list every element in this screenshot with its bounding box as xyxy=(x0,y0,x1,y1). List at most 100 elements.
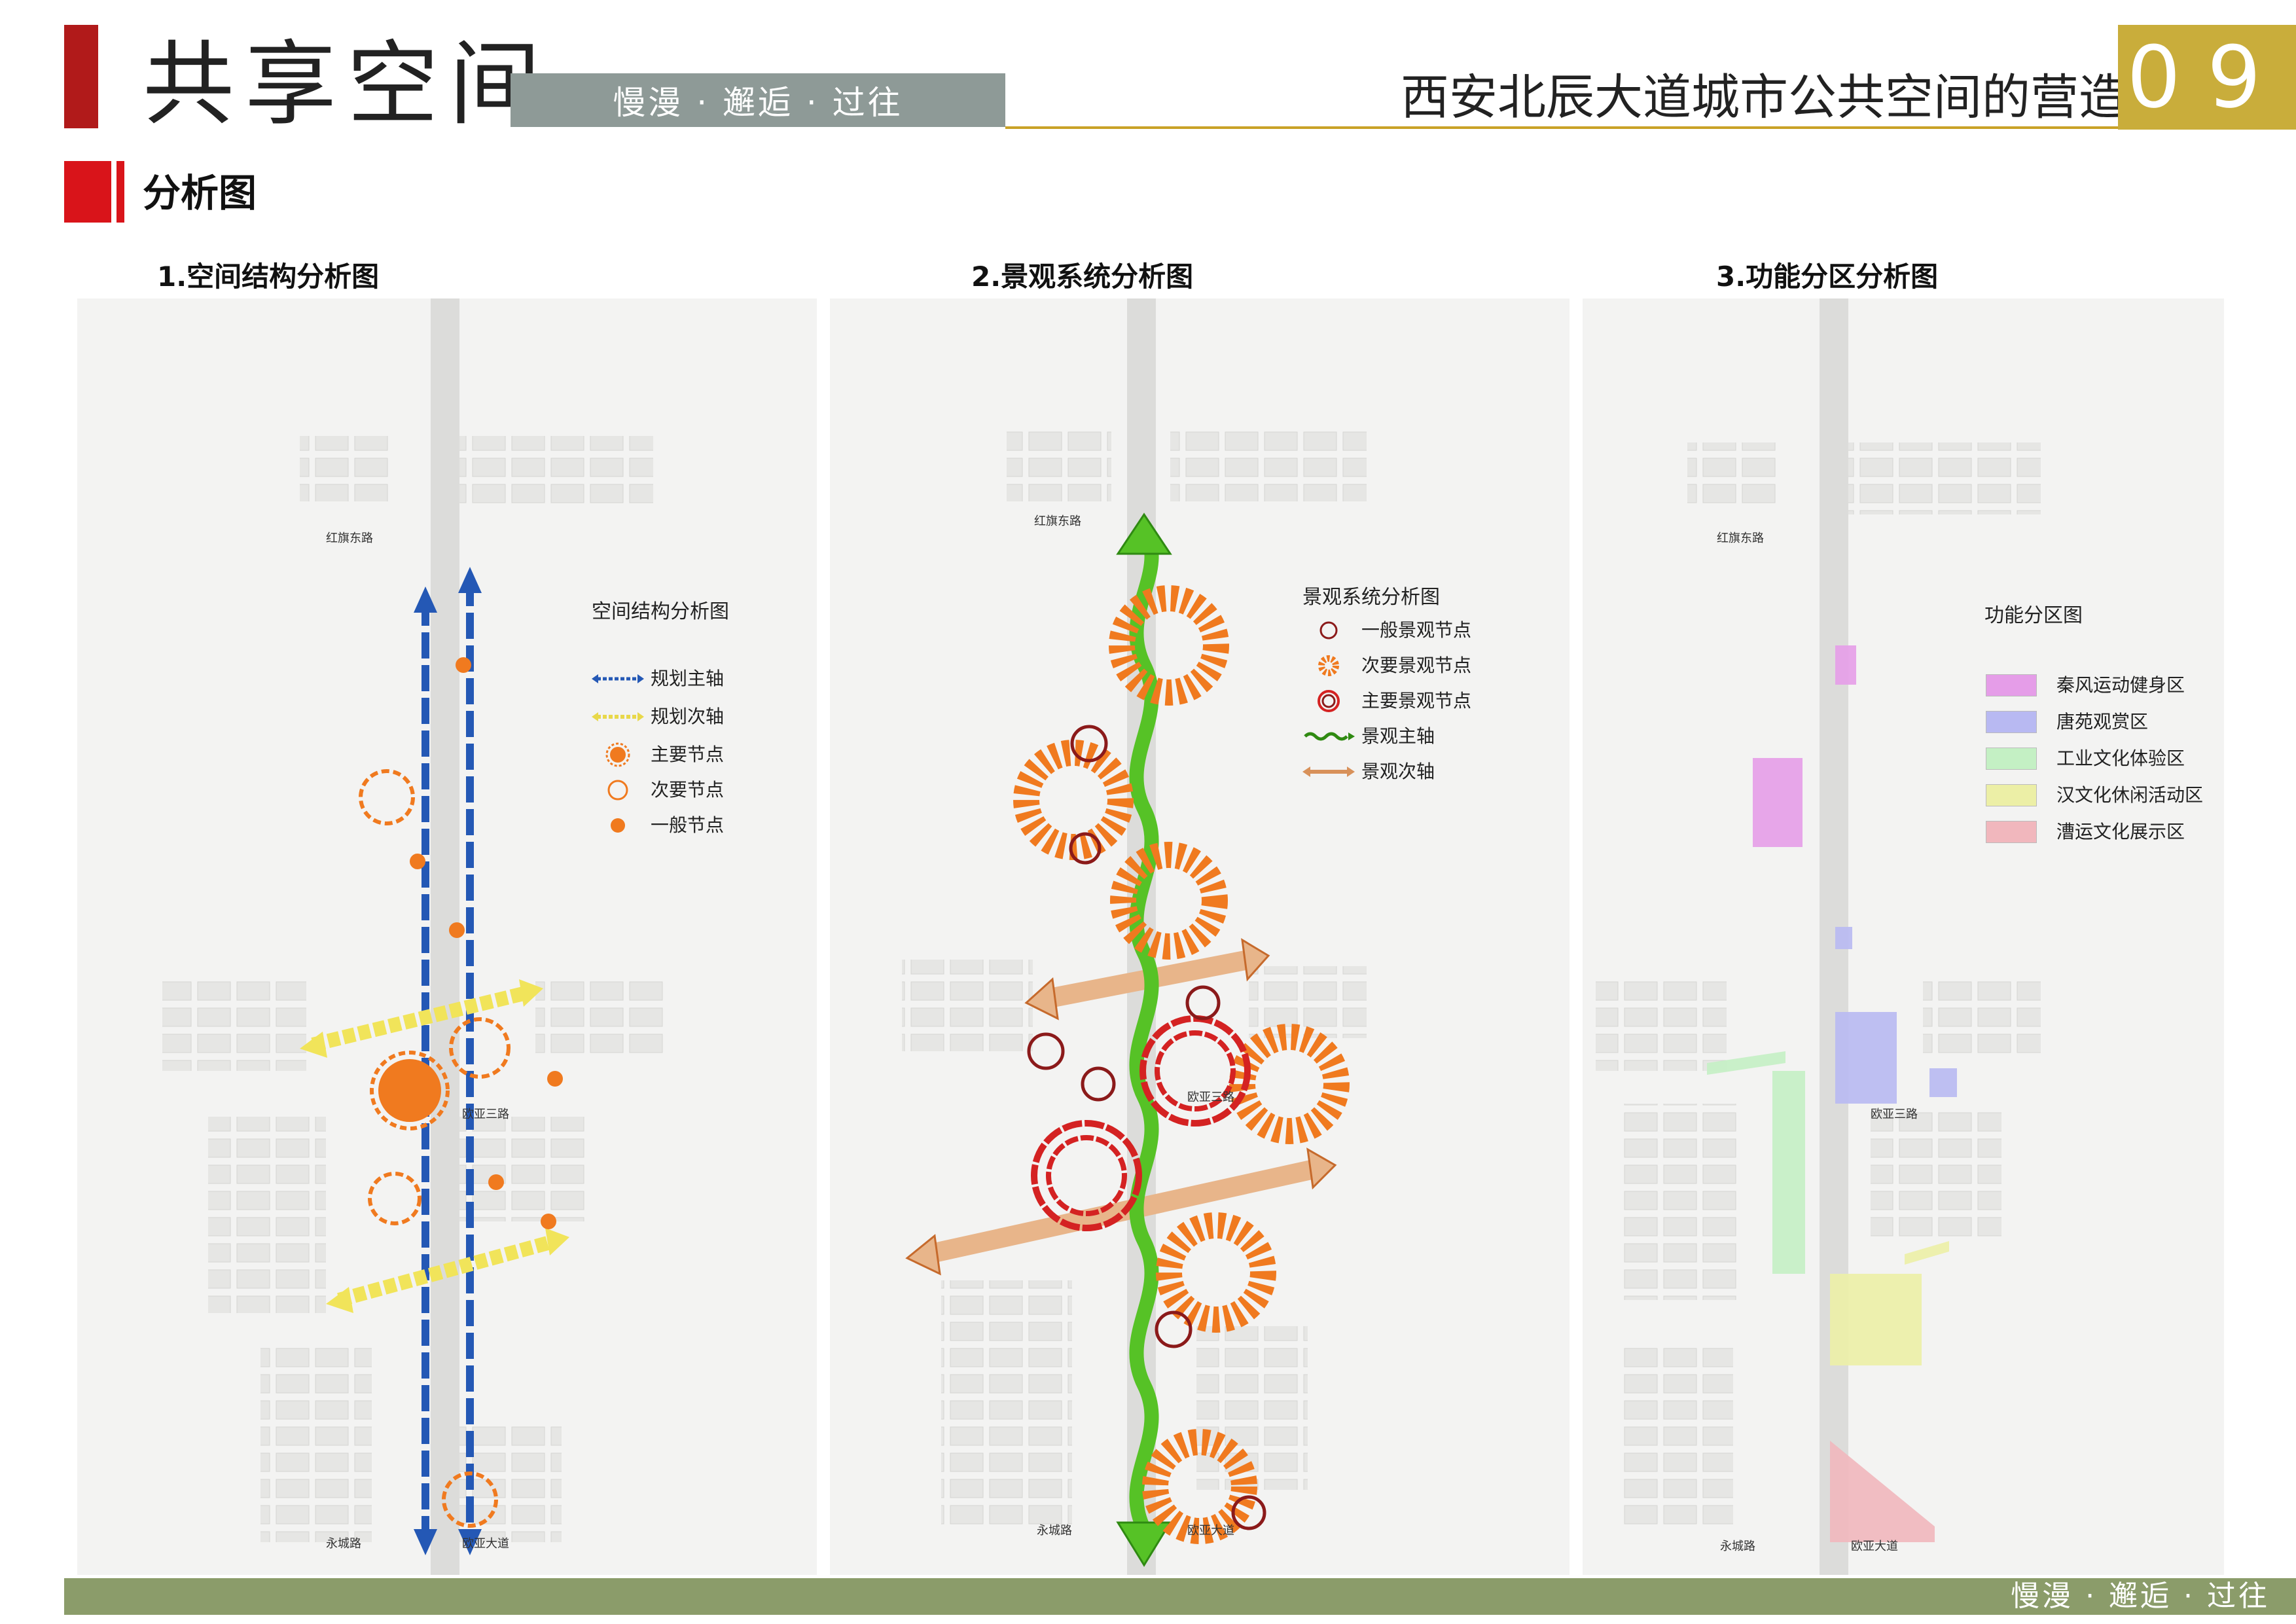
building-block xyxy=(535,979,666,1058)
legend-item: 景观次轴 xyxy=(1302,761,1471,783)
legend-item: 一般景观节点 xyxy=(1302,619,1471,641)
legend-item: 规划主轴 xyxy=(592,668,724,690)
legend-label: 汉文化休闲活动区 xyxy=(2056,784,2204,806)
project-title: 西安北辰大道城市公共空间的营造 xyxy=(1401,69,2127,126)
legend-label: 规划次轴 xyxy=(651,706,725,727)
axis-arrowhead xyxy=(1116,1521,1172,1567)
road-label-mid: 欧亚三路 xyxy=(1871,1108,1918,1121)
legend-label: 景观主轴 xyxy=(1361,725,1435,747)
road-label-bottom-left: 永城路 xyxy=(1037,1524,1072,1538)
road-label-mid: 欧亚三路 xyxy=(1187,1091,1234,1104)
legend-item: 漕运文化展示区 xyxy=(1986,821,2203,843)
axis-arrowhead xyxy=(326,1287,353,1313)
secondary-node xyxy=(449,1017,511,1079)
road-label-top: 红旗东路 xyxy=(326,532,373,545)
orange-starburst-icon xyxy=(1302,655,1355,677)
footer-bar xyxy=(64,1578,2296,1615)
landscape-system-map: 红旗东路 欧亚三路 永城路 欧亚大道 xyxy=(830,298,1570,1575)
spatial-structure-svg xyxy=(77,298,817,1575)
axis-arrowhead xyxy=(458,567,482,593)
legend-label: 漕运文化展示区 xyxy=(2056,821,2185,842)
legend-item: 汉文化休闲活动区 xyxy=(1986,784,2203,806)
building-block xyxy=(902,960,1033,1051)
building-block xyxy=(162,979,306,1071)
axis-arrowhead xyxy=(905,1234,941,1276)
zone-tangyuan xyxy=(1835,927,1852,949)
axis-arrowhead xyxy=(1024,977,1059,1020)
secondary-axis-line xyxy=(311,985,531,1052)
legend-item: 一般节点 xyxy=(592,814,724,837)
building-block xyxy=(1249,966,1367,1038)
legend-label: 次要景观节点 xyxy=(1361,655,1472,676)
legend-item: 主要节点 xyxy=(592,742,725,767)
general-node xyxy=(488,1174,504,1190)
landscape-secondary-axis xyxy=(925,1159,1317,1264)
swatch-qinfeng xyxy=(1986,674,2037,696)
legend-item: 次要节点 xyxy=(592,779,724,801)
legend-item: 规划次轴 xyxy=(592,706,724,728)
orange-dot-icon xyxy=(592,814,644,837)
general-landscape-node xyxy=(1069,832,1102,865)
building-block xyxy=(1622,1104,1740,1300)
primary-node xyxy=(378,1059,441,1122)
zone-tangyuan xyxy=(1929,1068,1957,1097)
secondary-landscape-node xyxy=(1110,842,1228,960)
building-block xyxy=(1687,442,1779,508)
road-label-bottom-right: 欧亚大道 xyxy=(1851,1540,1898,1553)
zone-han xyxy=(1830,1274,1922,1365)
swatch-industrial xyxy=(1986,748,2037,770)
legend-label: 一般景观节点 xyxy=(1361,619,1472,641)
zone-qinfeng xyxy=(1753,758,1803,847)
secondary-node xyxy=(442,1471,498,1528)
header-slogan: 慢漫 · 邂逅 · 过往 xyxy=(511,73,1005,127)
road-label-top: 红旗东路 xyxy=(1034,514,1081,528)
red-double-ring-icon xyxy=(1302,690,1355,712)
swatch-han xyxy=(1986,784,2037,806)
legend-item: 景观主轴 xyxy=(1302,725,1471,748)
building-block xyxy=(1196,1326,1308,1490)
building-block xyxy=(1596,979,1727,1071)
building-block xyxy=(444,1424,562,1542)
secondary-landscape-node xyxy=(1156,1212,1276,1333)
legend-1: 规划主轴 规划次轴 主要节点 次要节点 一般节点 xyxy=(592,668,724,837)
road-label-bottom-left: 永城路 xyxy=(1720,1540,1755,1553)
building-block xyxy=(260,1346,372,1542)
road-label-bottom-right: 欧亚大道 xyxy=(462,1537,509,1551)
secondary-node xyxy=(368,1172,422,1225)
building-block xyxy=(1871,1110,2001,1241)
legend-item: 唐苑观赏区 xyxy=(1986,711,2203,733)
primary-landscape-node xyxy=(1031,1120,1142,1231)
secondary-landscape-node xyxy=(1142,1429,1257,1544)
legend-item: 次要景观节点 xyxy=(1302,655,1471,677)
general-node xyxy=(541,1214,556,1229)
legend-1-title: 空间结构分析图 xyxy=(592,600,729,623)
tan-double-arrow-icon xyxy=(1302,761,1355,783)
primary-node-ring xyxy=(370,1051,450,1130)
zone-han xyxy=(1905,1241,1949,1265)
axis-arrowhead xyxy=(414,586,437,613)
swatch-caoyun xyxy=(1986,821,2037,843)
legend-label: 规划主轴 xyxy=(651,668,725,689)
legend-label: 工业文化体验区 xyxy=(2056,748,2185,769)
general-landscape-node xyxy=(1070,725,1108,763)
panel-1-title: 1.空间结构分析图 xyxy=(157,261,380,293)
road-label-mid: 欧亚三路 xyxy=(462,1108,509,1121)
secondary-axis-line xyxy=(337,1234,557,1307)
primary-landscape-node xyxy=(1139,1015,1251,1127)
general-landscape-node xyxy=(1185,985,1221,1020)
building-block xyxy=(1622,1346,1733,1529)
building-block xyxy=(1170,429,1367,501)
zone-tangyuan xyxy=(1835,1012,1897,1104)
legend-label: 主要节点 xyxy=(651,744,725,765)
blue-double-arrow-icon xyxy=(592,668,644,690)
axis-arrowhead xyxy=(458,1529,482,1555)
building-block xyxy=(1844,442,2041,514)
footer-slogan: 慢漫 · 邂逅 · 过往 xyxy=(2011,1579,2270,1613)
orange-dashed-ring-icon xyxy=(592,742,644,767)
legend-2-title: 景观系统分析图 xyxy=(1302,586,1440,609)
zone-industrial xyxy=(1772,1071,1805,1274)
section-title: 分析图 xyxy=(143,171,257,215)
landscape-system-svg xyxy=(830,298,1570,1575)
general-node xyxy=(547,1071,563,1087)
building-block xyxy=(457,436,653,508)
